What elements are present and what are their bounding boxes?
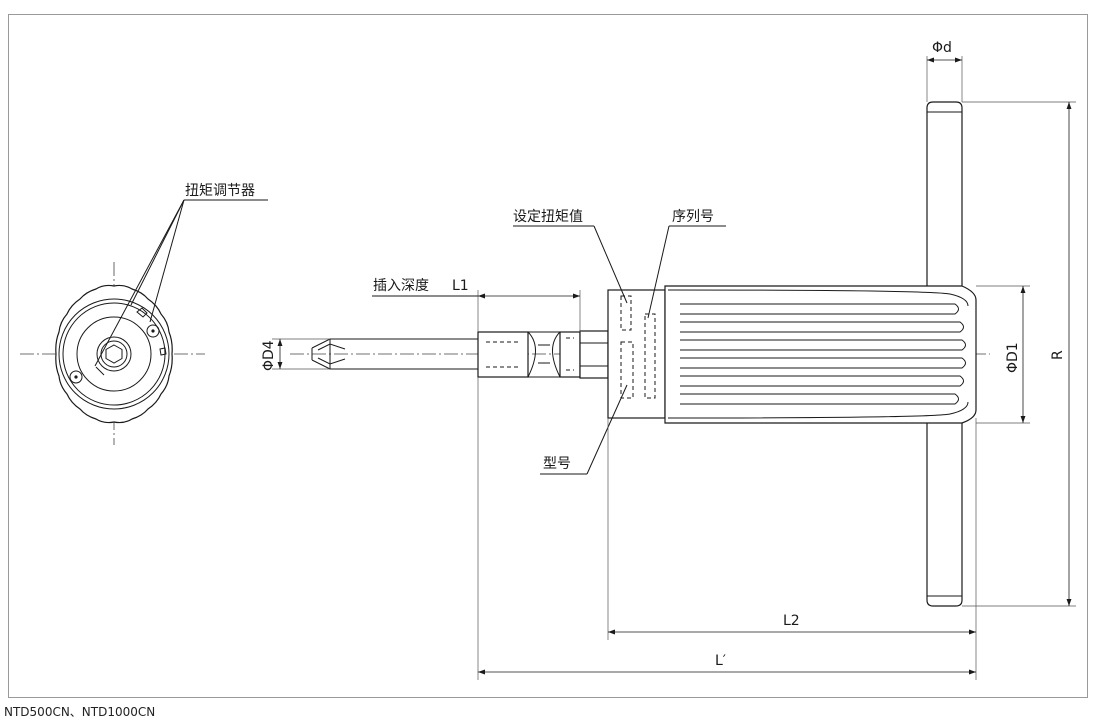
adjuster-hole-left — [69, 370, 83, 384]
label-insertion-depth: 插入深度 — [373, 278, 429, 294]
label-serial-no: 序列号 — [672, 209, 714, 225]
label-phi-d: Φd — [932, 40, 952, 56]
label-L2: L2 — [783, 613, 800, 629]
label-L-prime: L′ — [715, 653, 726, 669]
t-bar-lower — [926, 417, 963, 607]
label-model-no: 型号 — [543, 456, 571, 472]
label-phi-D1: ΦD1 — [1005, 342, 1021, 373]
t-bar-upper — [926, 101, 963, 291]
label-R: R — [1050, 350, 1066, 360]
label-torque-adjuster: 扭矩调节器 — [185, 183, 255, 199]
label-set-torque: 设定扭矩值 — [513, 209, 583, 225]
side-view — [290, 101, 990, 607]
figure-caption: NTD500CN、NTD1000CN — [4, 705, 156, 719]
handle — [664, 285, 977, 424]
end-view — [20, 199, 268, 445]
end-view-knurl-outline — [55, 284, 173, 424]
adjuster-hole-right — [146, 324, 160, 338]
label-phi-D4: ΦD4 — [261, 340, 277, 371]
label-L1: L1 — [452, 278, 469, 294]
